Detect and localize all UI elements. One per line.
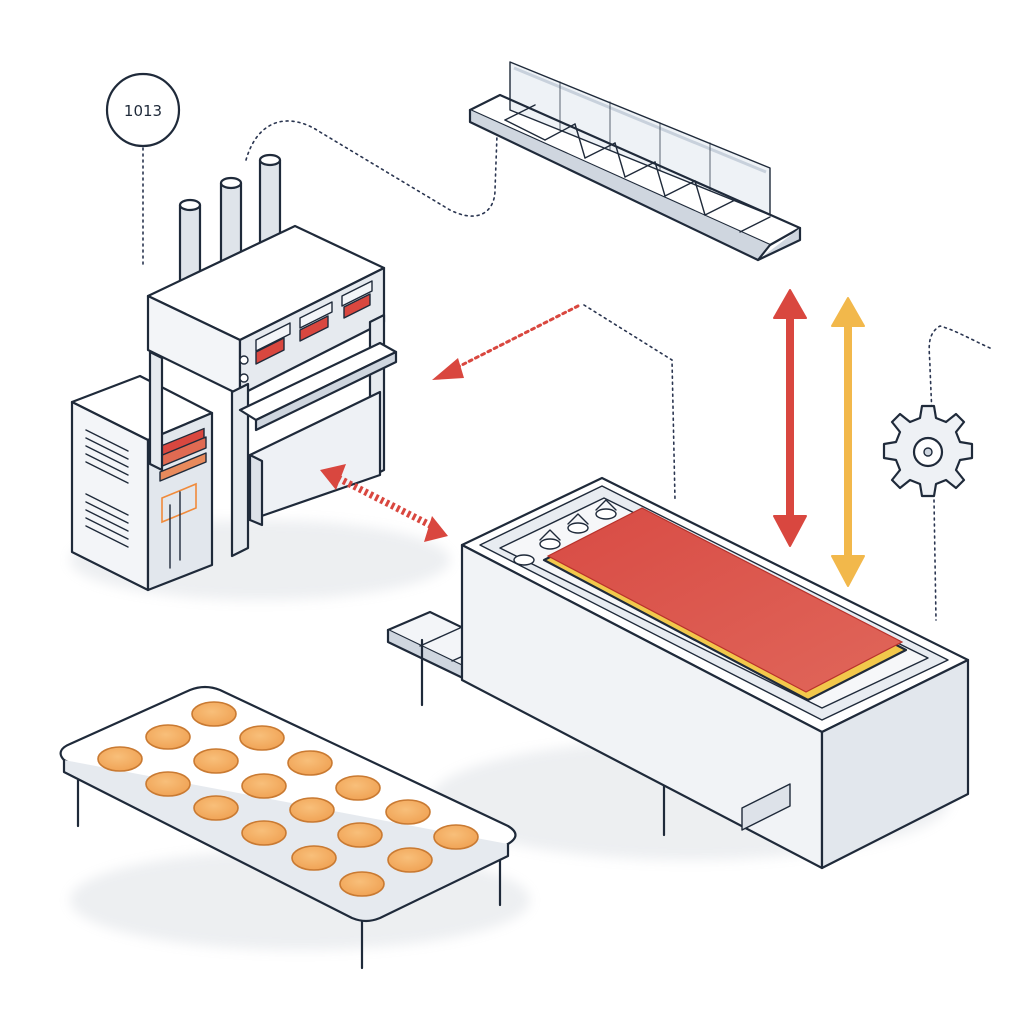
control-cabinet: [70, 374, 214, 592]
connector-gear: [928, 325, 991, 416]
cookie-tray-table: [59, 685, 517, 970]
gear-icon: [882, 404, 974, 498]
red-dashed-double-arrow-icon: [320, 464, 448, 542]
red-vertical-double-arrow-icon: [773, 289, 807, 547]
nozzles: [513, 499, 617, 566]
press-machine: [146, 153, 398, 558]
counter-badge-label: 1013: [124, 102, 162, 120]
connector-gear-down: [933, 499, 937, 621]
overhead-rack: [468, 61, 802, 262]
connector-lines: [142, 120, 991, 621]
yellow-vertical-double-arrow-icon: [831, 297, 865, 587]
connector-press-to-rack: [245, 120, 498, 217]
cookies: [97, 701, 479, 897]
heating-conveyor-oven: [386, 476, 970, 870]
red-dotted-arrow-icon: [432, 304, 580, 380]
counter-badge-icon: 1013: [105, 72, 181, 148]
connector-oven-top: [583, 304, 676, 501]
chimneys: [178, 153, 282, 287]
